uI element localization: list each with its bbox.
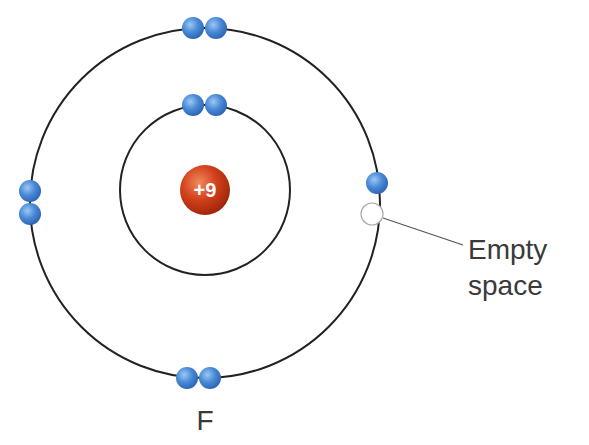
nucleus: +9: [180, 165, 230, 215]
element-symbol: F: [165, 404, 245, 438]
leader-line: [383, 218, 463, 245]
outer-shell: [30, 28, 380, 378]
electrons: [19, 17, 388, 389]
inner-shell: [120, 105, 290, 275]
callout-label: Empty space: [468, 232, 586, 304]
empty-space-marker: [361, 203, 383, 225]
nucleus-charge: +9: [194, 179, 217, 202]
